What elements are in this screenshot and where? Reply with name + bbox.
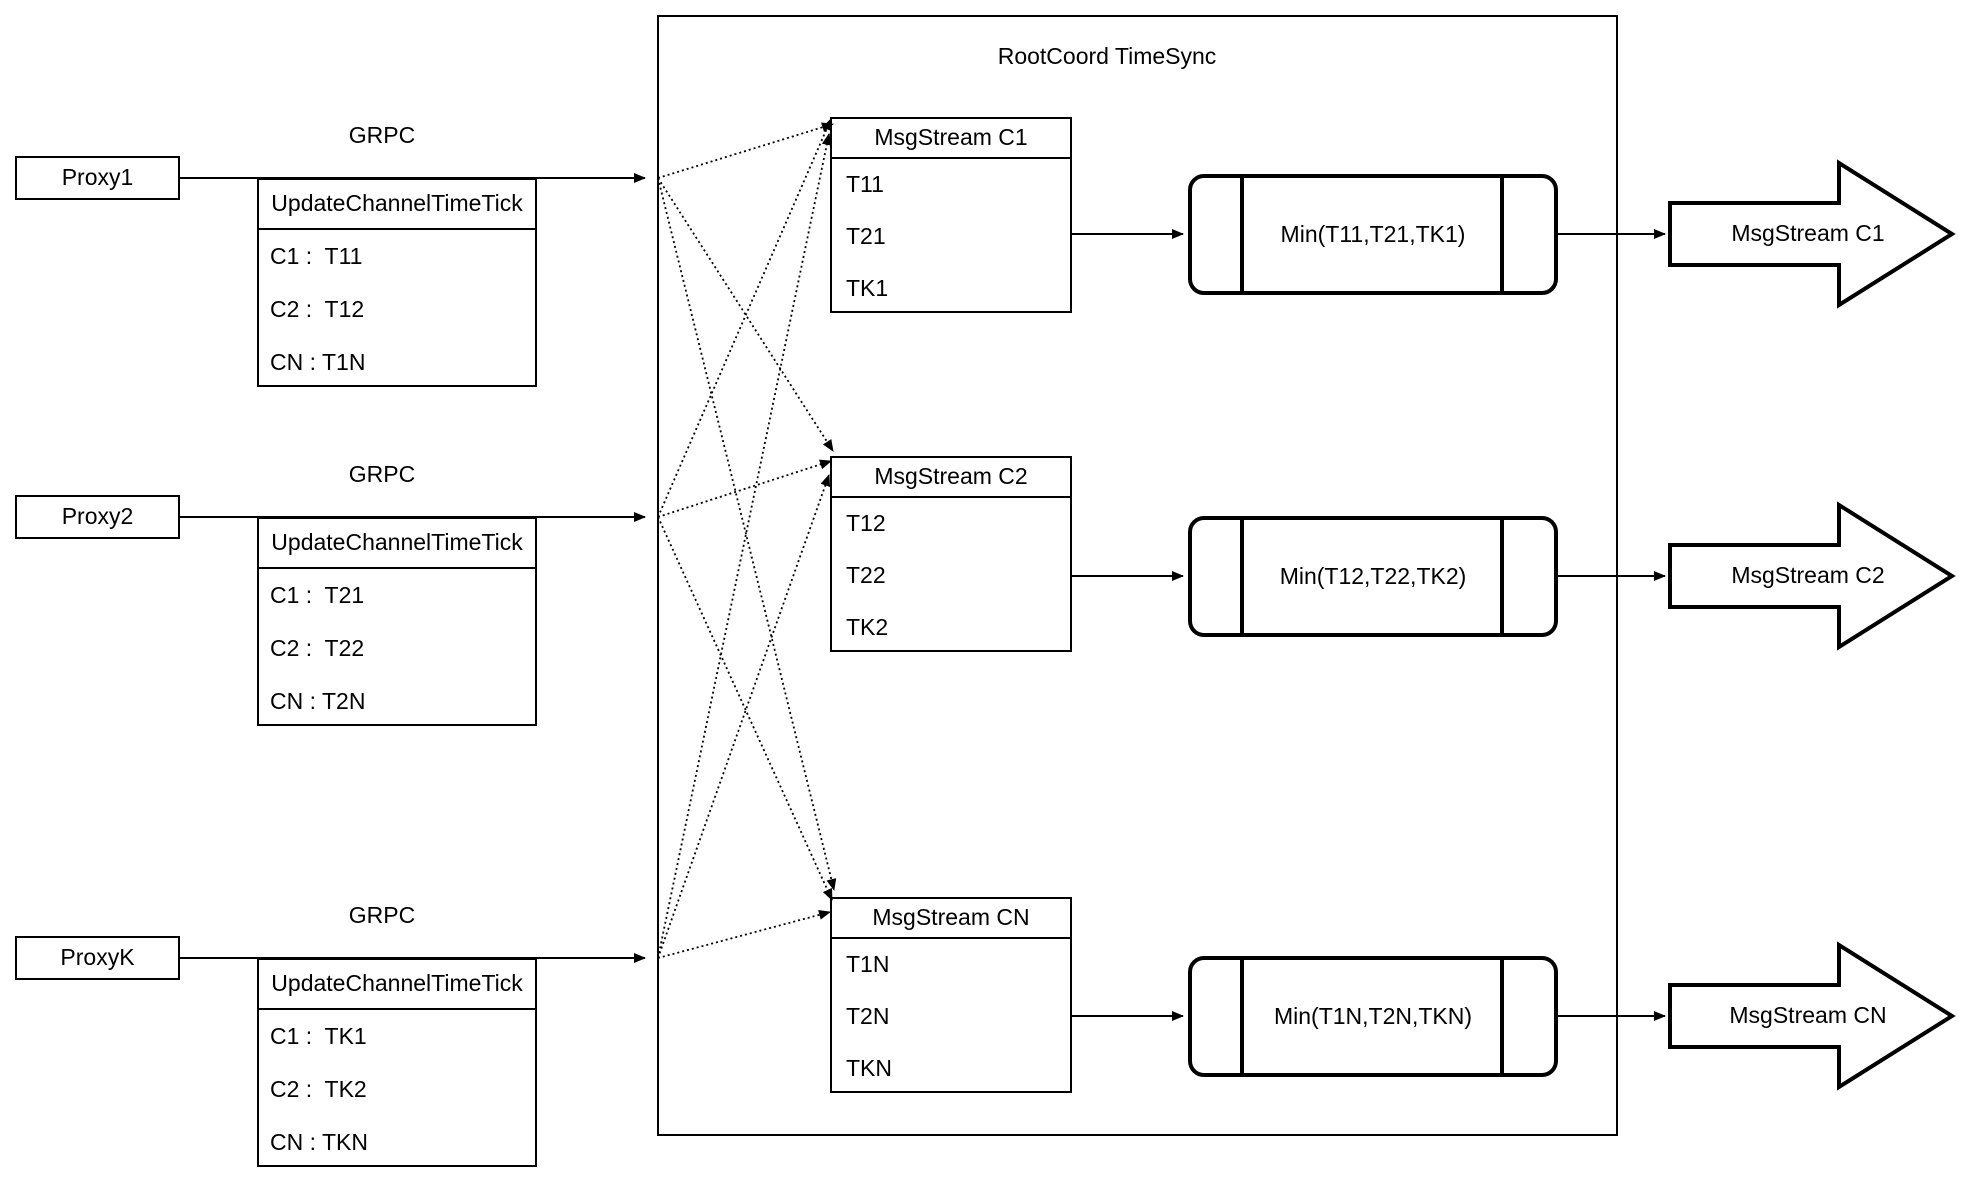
update-tick-row: CN : T2N <box>270 687 366 714</box>
update-tick-row: C1 : T21 <box>270 581 365 608</box>
process-divider <box>1240 520 1244 633</box>
proxyk-box: ProxyK <box>15 936 180 980</box>
proxy1-box: Proxy1 <box>15 156 180 200</box>
update-tick-row: C2 : TK2 <box>270 1075 367 1102</box>
process-divider <box>1240 960 1244 1073</box>
msgstream-table-c1: MsgStream C1 T11 T21 TK1 <box>830 117 1072 313</box>
msgstream-row: T11 <box>846 171 884 198</box>
update-tick-table-1: UpdateChannelTimeTick C1 : T11 C2 : T12 … <box>257 178 537 387</box>
update-tick-table-3-header: UpdateChannelTimeTick <box>259 960 535 1010</box>
process-divider <box>1500 178 1504 291</box>
proxyk-label: ProxyK <box>60 944 135 971</box>
min-process-1-label: Min(T11,T21,TK1) <box>1280 220 1466 247</box>
out-arrow-label-1: MsgStream C1 <box>1731 220 1885 246</box>
msgstream-table-c2: MsgStream C2 T12 T22 TK2 <box>830 456 1072 652</box>
msgstream-row: T22 <box>846 562 886 589</box>
msgstream-row: T12 <box>846 510 886 537</box>
process-divider <box>1240 178 1244 291</box>
out-arrow-label-2: MsgStream C2 <box>1731 562 1885 588</box>
msgstream-row: T2N <box>846 1003 890 1030</box>
msgstream-row: T1N <box>846 951 890 978</box>
process-divider <box>1500 960 1504 1073</box>
update-tick-table-2: UpdateChannelTimeTick C1 : T21 C2 : T22 … <box>257 517 537 726</box>
update-tick-table-3: UpdateChannelTimeTick C1 : TK1 C2 : TK2 … <box>257 958 537 1167</box>
min-process-3: Min(T1N,T2N,TKN) <box>1188 956 1558 1077</box>
out-arrow-label-3: MsgStream CN <box>1729 1002 1887 1028</box>
msgstream-table-cn-header: MsgStream CN <box>832 899 1070 939</box>
update-tick-row: C2 : T22 <box>270 634 365 661</box>
min-process-2: Min(T12,T22,TK2) <box>1188 516 1558 637</box>
proxy2-box: Proxy2 <box>15 495 180 539</box>
grpc-label-3: GRPC <box>348 902 416 928</box>
msgstream-table-cn: MsgStream CN T1N T2N TKN <box>830 897 1072 1093</box>
msgstream-row: TK1 <box>846 275 889 302</box>
msgstream-table-c2-header: MsgStream C2 <box>832 458 1070 498</box>
msgstream-table-c1-header: MsgStream C1 <box>832 119 1070 159</box>
min-process-1: Min(T11,T21,TK1) <box>1188 174 1558 295</box>
msgstream-row: T21 <box>846 223 886 250</box>
process-divider <box>1500 520 1504 633</box>
msgstream-row: TK2 <box>846 614 889 641</box>
update-tick-row: C1 : TK1 <box>270 1022 367 1049</box>
proxy2-label: Proxy2 <box>61 503 134 530</box>
rootcoord-title: RootCoord TimeSync <box>997 43 1217 69</box>
update-tick-table-2-header: UpdateChannelTimeTick <box>259 519 535 569</box>
proxy1-label: Proxy1 <box>61 164 134 191</box>
update-tick-row: CN : T1N <box>270 348 366 375</box>
update-tick-row: CN : TKN <box>270 1128 368 1155</box>
update-tick-table-1-header: UpdateChannelTimeTick <box>259 180 535 230</box>
update-tick-row: C2 : T12 <box>270 295 365 322</box>
grpc-label-2: GRPC <box>348 461 416 487</box>
update-tick-row: C1 : T11 <box>270 242 363 269</box>
grpc-label-1: GRPC <box>348 122 416 148</box>
min-process-3-label: Min(T1N,T2N,TKN) <box>1273 1002 1473 1029</box>
msgstream-row: TKN <box>846 1055 892 1082</box>
min-process-2-label: Min(T12,T22,TK2) <box>1279 562 1467 589</box>
